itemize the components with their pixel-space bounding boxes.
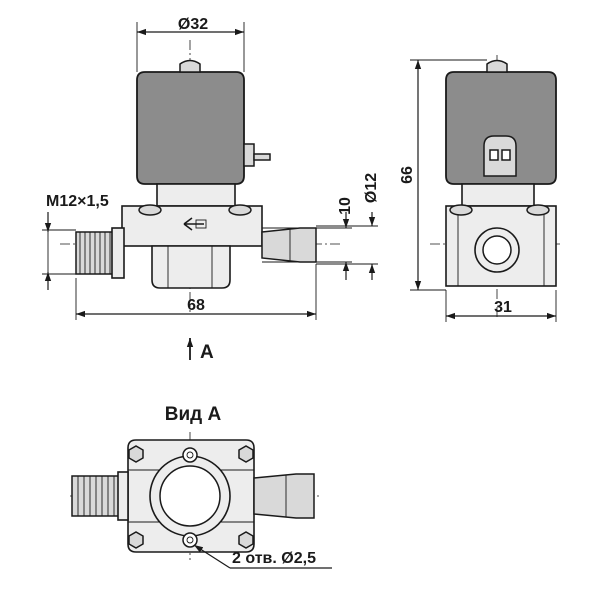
- mount-hole-bottom: [182, 532, 198, 548]
- corner-screw-tr: [238, 445, 254, 463]
- view-a-title: Вид А: [165, 404, 222, 425]
- flow-arrow-tail: [195, 219, 207, 229]
- corner-screw-tl: [128, 445, 144, 463]
- bottom-thread-lines: [77, 476, 115, 516]
- mount-hole-top: [182, 447, 198, 463]
- mount-hole-bottom-inner: [186, 536, 194, 544]
- valve-body-lower: [151, 245, 231, 289]
- corner-screw-bl: [128, 531, 144, 549]
- bottom-center-bore: [159, 465, 221, 527]
- dim-label-d32: Ø32: [178, 16, 208, 33]
- dim-label-68: 68: [187, 297, 205, 314]
- bottom-threaded-inlet: [71, 475, 123, 517]
- side-screw-left: [449, 204, 473, 216]
- view-a-marker: A: [200, 342, 214, 363]
- side-connector: [483, 135, 517, 177]
- dim-label-thread: M12×1,5: [46, 193, 109, 210]
- side-port-bore: [482, 235, 512, 265]
- coil-connector: [243, 143, 255, 167]
- side-screw-right: [526, 204, 550, 216]
- bottom-hose-barb: [253, 473, 315, 519]
- mount-hole-top-inner: [186, 451, 194, 459]
- coil-base: [156, 183, 236, 207]
- connector-socket-right: [501, 149, 511, 161]
- mount-screw-left: [138, 204, 162, 216]
- dim-label-66: 66: [399, 166, 416, 184]
- connector-pin: [253, 153, 271, 161]
- coil-cap-screw: [179, 59, 201, 73]
- hose-barb-outlet: [261, 227, 317, 263]
- mount-screw-right: [228, 204, 252, 216]
- thread-lines: [79, 232, 111, 274]
- solenoid-coil: [136, 71, 245, 185]
- connector-socket-left: [489, 149, 499, 161]
- dim-label-10: 10: [337, 197, 354, 215]
- side-cap-screw: [486, 59, 508, 73]
- holes-leader-line: [193, 544, 231, 569]
- dim-label-d12: Ø12: [363, 173, 380, 203]
- side-coil-base: [461, 183, 535, 207]
- holes-note: 2 отв. Ø2,5: [232, 550, 316, 567]
- corner-screw-br: [238, 531, 254, 549]
- flow-direction-arrow: [183, 217, 204, 231]
- side-solenoid-coil: [445, 71, 557, 185]
- inlet-hex: [111, 227, 125, 279]
- bottom-view: Вид А: [70, 404, 332, 569]
- front-view: Ø32 M12×1,5 10 Ø12 68 A: [42, 16, 380, 363]
- side-view: 66 31: [399, 55, 560, 322]
- dim-label-31: 31: [494, 299, 512, 316]
- bottom-inlet-hex: [117, 471, 129, 521]
